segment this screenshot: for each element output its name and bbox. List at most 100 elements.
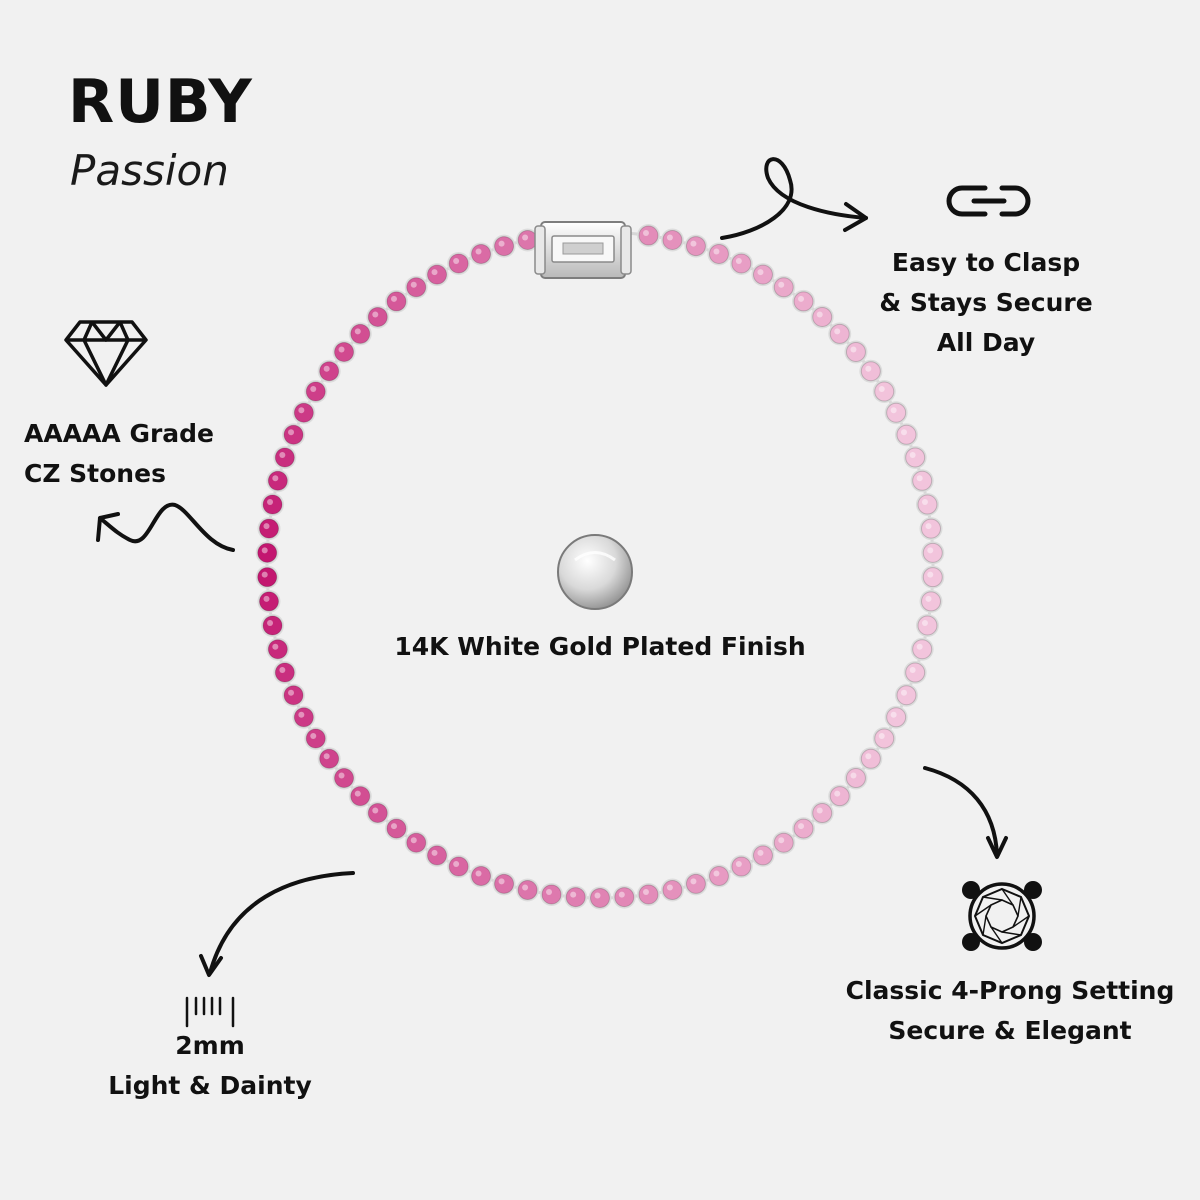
stone	[922, 567, 943, 588]
width-line-2: Light & Dainty	[108, 1071, 312, 1100]
stone	[427, 264, 448, 285]
stone	[406, 832, 427, 853]
stone-sparkle	[798, 823, 805, 830]
stone	[319, 748, 340, 769]
stone	[708, 866, 729, 887]
stone	[896, 424, 917, 445]
stone	[517, 880, 538, 901]
stone-sparkle	[323, 365, 330, 372]
stone-sparkle	[570, 891, 577, 898]
stone-sparkle	[735, 861, 742, 868]
stone-sparkle	[261, 547, 268, 554]
diamond-icon	[64, 320, 148, 387]
product-title: RUBY	[68, 67, 253, 137]
stone	[305, 381, 326, 402]
stone-sparkle	[338, 772, 345, 779]
stone	[283, 685, 304, 706]
stone-sparkle	[338, 346, 345, 353]
stone	[367, 306, 388, 327]
stone-sparkle	[878, 386, 885, 393]
clasp-feature: Easy to Clasp & Stays Secure All Day	[870, 243, 1102, 363]
stone	[386, 818, 407, 839]
stones-line-2: CZ Stones	[24, 459, 166, 488]
stone	[731, 856, 752, 877]
stone	[274, 662, 295, 683]
stone-sparkle	[927, 547, 934, 554]
bracelet	[255, 221, 945, 910]
stone	[350, 323, 371, 344]
stone-sparkle	[272, 643, 279, 650]
stone	[305, 728, 326, 749]
stone	[406, 277, 427, 298]
stone	[829, 786, 850, 807]
stone	[319, 361, 340, 382]
stone-sparkle	[798, 295, 805, 302]
stone-sparkle	[372, 807, 379, 814]
stone-sparkle	[310, 732, 317, 739]
stone-sparkle	[410, 837, 417, 844]
four-prong-setting-icon	[962, 881, 1042, 951]
clasp-line-3: All Day	[936, 328, 1036, 357]
stone	[367, 803, 388, 824]
stone	[565, 887, 586, 908]
stone	[752, 845, 773, 866]
stone-sparkle	[642, 888, 649, 895]
stone	[793, 818, 814, 839]
stone	[590, 888, 610, 908]
stone	[905, 662, 926, 683]
metal-swatch-icon	[557, 534, 633, 610]
stone	[685, 873, 706, 894]
stone	[662, 229, 683, 250]
stone-sparkle	[666, 884, 673, 891]
width-line-1: 2mm	[175, 1031, 245, 1060]
stone	[334, 341, 355, 362]
clasp-line-2: & Stays Secure	[879, 288, 1093, 317]
ruler-icon	[185, 996, 235, 1028]
stone	[494, 873, 515, 894]
stone-sparkle	[865, 753, 872, 760]
stone-sparkle	[921, 619, 928, 626]
stone-sparkle	[713, 248, 720, 255]
stone	[448, 856, 469, 877]
setting-line-2: Secure & Elegant	[888, 1016, 1132, 1045]
stone-sparkle	[354, 328, 361, 335]
stones-arrow	[96, 502, 235, 552]
stone	[614, 887, 635, 908]
stone-sparkle	[390, 823, 397, 830]
stone-sparkle	[921, 499, 928, 506]
stone	[912, 639, 933, 660]
stone-sparkle	[288, 429, 295, 436]
stone-sparkle	[267, 499, 274, 506]
stone	[541, 884, 562, 905]
stone-sparkle	[909, 451, 916, 458]
stone-sparkle	[298, 407, 305, 414]
setting-line-1: Classic 4-Prong Setting	[845, 976, 1175, 1005]
finish-feature: 14K White Gold Plated Finish	[380, 627, 820, 667]
product-subtitle: Passion	[70, 146, 229, 195]
stone	[257, 542, 278, 563]
stone	[517, 229, 538, 250]
stone	[912, 470, 933, 491]
stone	[334, 768, 355, 789]
stone	[685, 236, 706, 257]
stone-sparkle	[298, 711, 305, 718]
stone	[283, 424, 304, 445]
stone	[793, 291, 814, 312]
stone	[917, 615, 938, 636]
stone	[262, 494, 283, 515]
stone-sparkle	[594, 892, 601, 899]
stone-sparkle	[757, 269, 764, 276]
stone-sparkle	[890, 407, 897, 414]
stone	[845, 768, 866, 789]
stone-sparkle	[279, 451, 286, 458]
setting-arrow	[923, 766, 1008, 859]
finish-label: 14K White Gold Plated Finish	[394, 632, 806, 661]
stone	[267, 470, 288, 491]
stone	[494, 236, 515, 257]
stone	[731, 253, 752, 274]
stone-sparkle	[690, 240, 697, 247]
stone-sparkle	[263, 595, 270, 602]
stone-sparkle	[288, 689, 295, 696]
stone	[829, 323, 850, 344]
